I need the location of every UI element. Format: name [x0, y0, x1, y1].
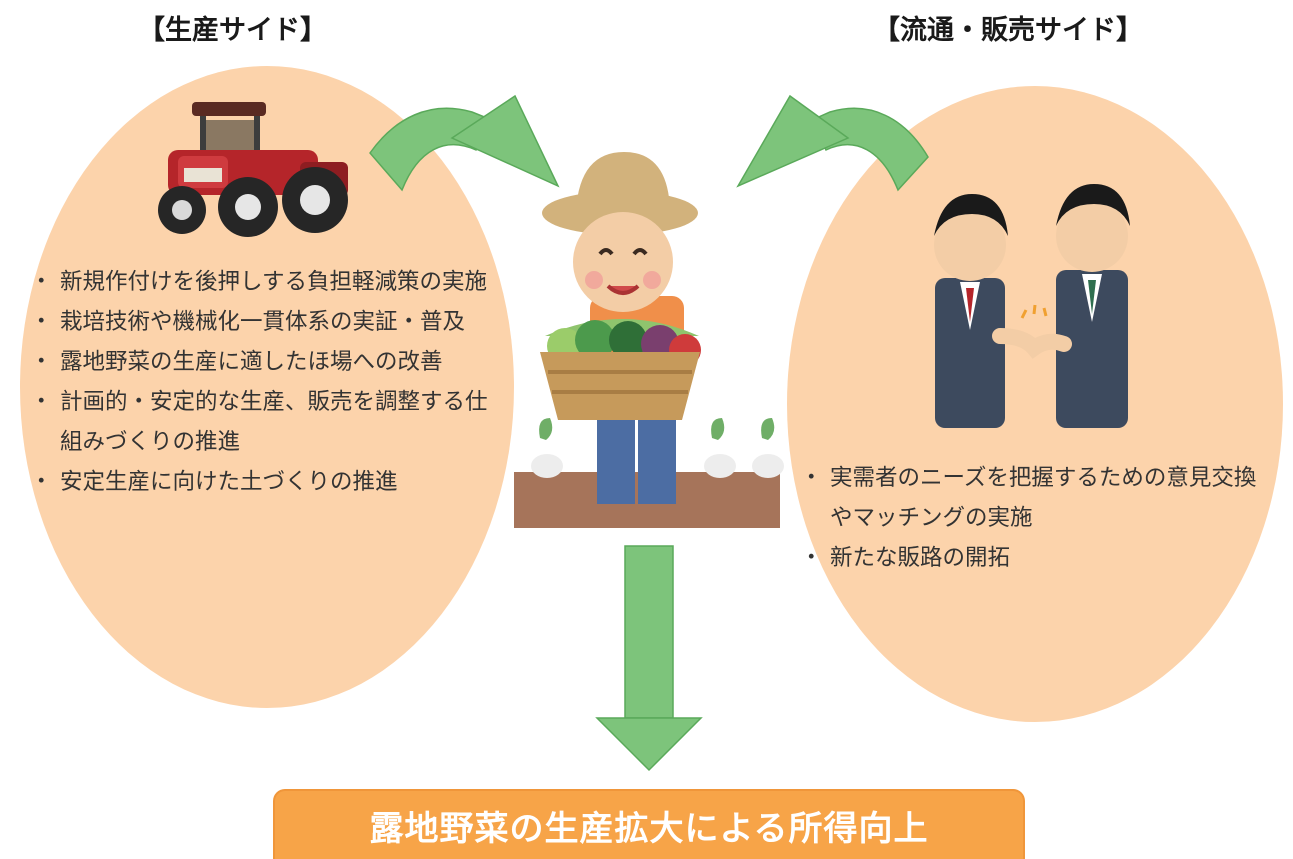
- list-item: 露地野菜の生産に適したほ場への改善: [30, 342, 494, 382]
- list-item: 計画的・安定的な生産、販売を調整する仕組みづくりの推進: [30, 382, 494, 462]
- list-item: 実需者のニーズを把握するための意見交換やマッチングの実施: [800, 458, 1268, 538]
- handshake-icon: [934, 184, 1130, 428]
- distribution-points: 実需者のニーズを把握するための意見交換やマッチングの実施 新たな販路の開拓: [800, 458, 1268, 578]
- arrow-down: [595, 545, 703, 772]
- list-item: 安定生産に向けた土づくりの推進: [30, 462, 494, 502]
- production-points: 新規作付けを後押しする負担軽減策の実施 栽培技術や機械化一貫体系の実証・普及 露…: [30, 262, 494, 502]
- tractor-icon: [158, 102, 348, 237]
- farmer-icon: [514, 152, 784, 528]
- distribution-title: 【流通・販売サイド】: [873, 15, 1143, 46]
- production-title: 【生産サイド】: [138, 15, 327, 46]
- arrow-right-to-center: [736, 94, 929, 192]
- result-text: 露地野菜の生産拡大による所得向上: [369, 808, 929, 849]
- list-item: 新規作付けを後押しする負担軽減策の実施: [30, 262, 494, 302]
- arrow-left-to-center: [369, 94, 560, 192]
- list-item: 新たな販路の開拓: [800, 538, 1268, 578]
- list-item: 栽培技術や機械化一貫体系の実証・普及: [30, 302, 494, 342]
- result-box: 露地野菜の生産拡大による所得向上: [273, 789, 1025, 859]
- distribution-ellipse: [787, 86, 1283, 722]
